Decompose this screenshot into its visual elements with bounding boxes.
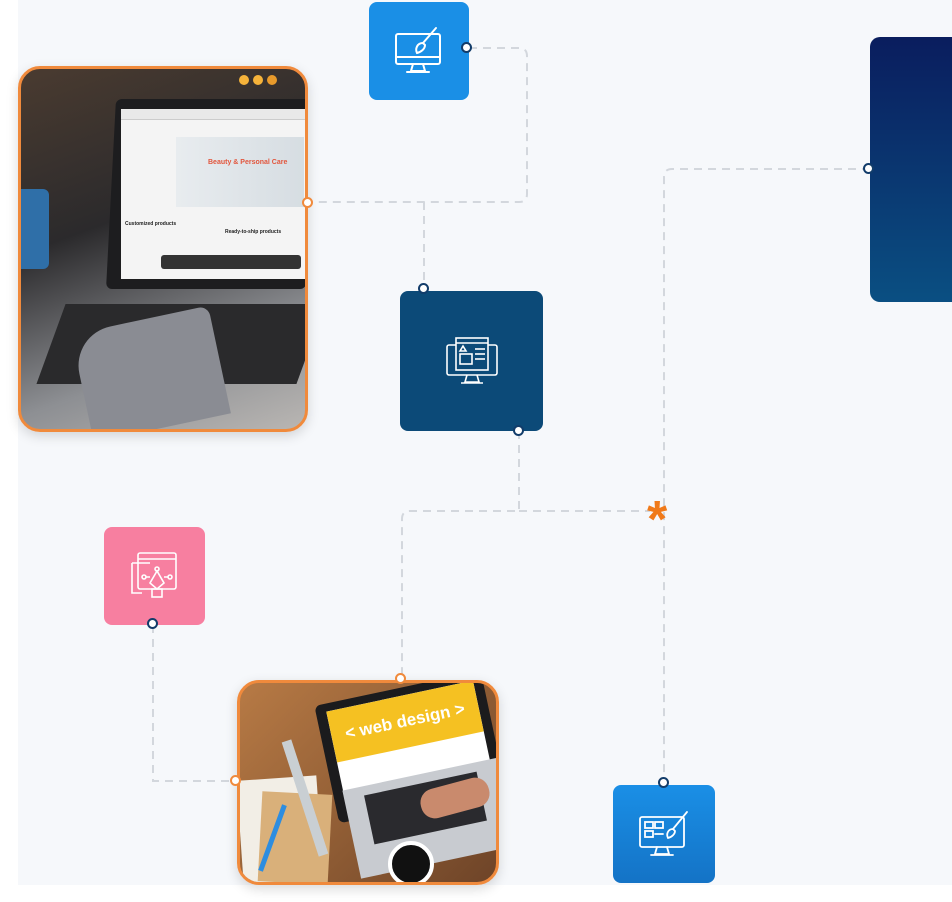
- photo-laptop-ecommerce: Beauty & Personal Care Customized produc…: [18, 66, 308, 432]
- connector-dot: [658, 777, 669, 788]
- connector-panel-to-bottom: [663, 168, 870, 783]
- connector-pink-to-photo: [152, 625, 236, 782]
- connector-top-icon-to-photo: [308, 47, 528, 203]
- vector-design-icon-box[interactable]: [104, 527, 205, 625]
- connector-dot: [513, 425, 524, 436]
- asterisk-icon: *: [647, 491, 668, 549]
- connector-dot: [230, 775, 241, 786]
- screen-text: < web design >: [343, 699, 467, 743]
- side-panel: [870, 37, 952, 302]
- monitor-layout-brush-icon: [639, 811, 688, 856]
- monitor-webpage-icon: [445, 337, 498, 384]
- connector-dot: [395, 673, 406, 684]
- connector-dot: [418, 283, 429, 294]
- section-text-2: Ready-to-ship products: [225, 229, 282, 235]
- section-text-1: Customized products: [125, 221, 177, 227]
- connector-dot: [863, 163, 874, 174]
- layout-design-icon-box[interactable]: [613, 785, 715, 883]
- monitor-paintbrush-icon: [395, 27, 441, 73]
- photo-web-design: < web design >: [237, 680, 499, 885]
- connector-dot: [147, 618, 158, 629]
- banner-text: Beauty & Personal Care: [208, 159, 288, 166]
- connector-navy-down: [401, 431, 520, 678]
- webpage-icon-box[interactable]: [400, 291, 543, 431]
- design-icon-box[interactable]: [369, 2, 469, 100]
- connector-dot: [461, 42, 472, 53]
- vector-design-icon: [130, 552, 177, 598]
- connector-dot: [302, 197, 313, 208]
